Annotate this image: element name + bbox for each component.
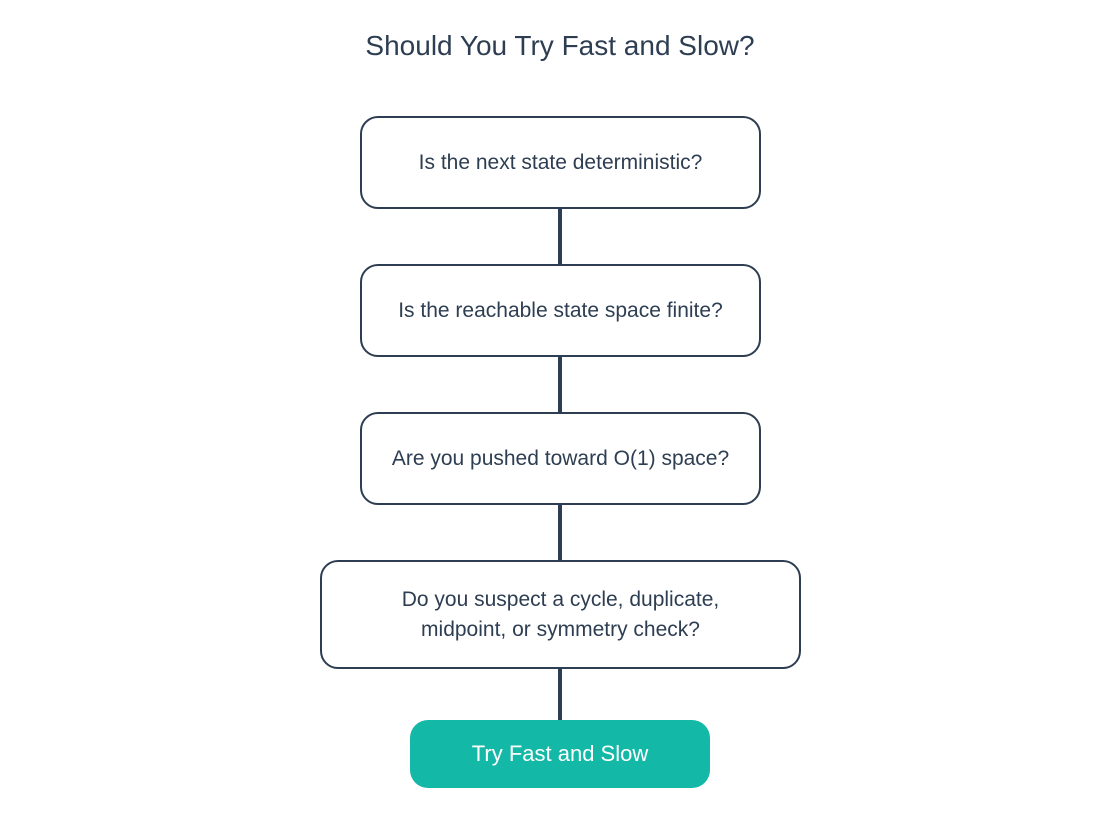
question-label: Is the reachable state space finite? <box>398 298 723 322</box>
terminal-label: Try Fast and Slow <box>471 741 649 766</box>
question-label: Is the next state deterministic? <box>418 150 703 174</box>
question-label: Do you suspect a cycle, duplicate, midpo… <box>401 587 720 641</box>
question-cycle-check: Do you suspect a cycle, duplicate, midpo… <box>320 560 801 669</box>
terminal-try-fast-and-slow: Try Fast and Slow <box>410 720 710 788</box>
connector <box>558 669 562 720</box>
connector <box>558 357 562 412</box>
question-constant-space: Are you pushed toward O(1) space? <box>360 412 761 505</box>
connector <box>558 505 562 560</box>
connector <box>558 209 562 264</box>
question-label: Are you pushed toward O(1) space? <box>391 446 730 470</box>
question-finite-state-space: Is the reachable state space finite? <box>360 264 761 357</box>
question-deterministic: Is the next state deterministic? <box>360 116 761 209</box>
diagram-title: Should You Try Fast and Slow? <box>365 30 755 61</box>
